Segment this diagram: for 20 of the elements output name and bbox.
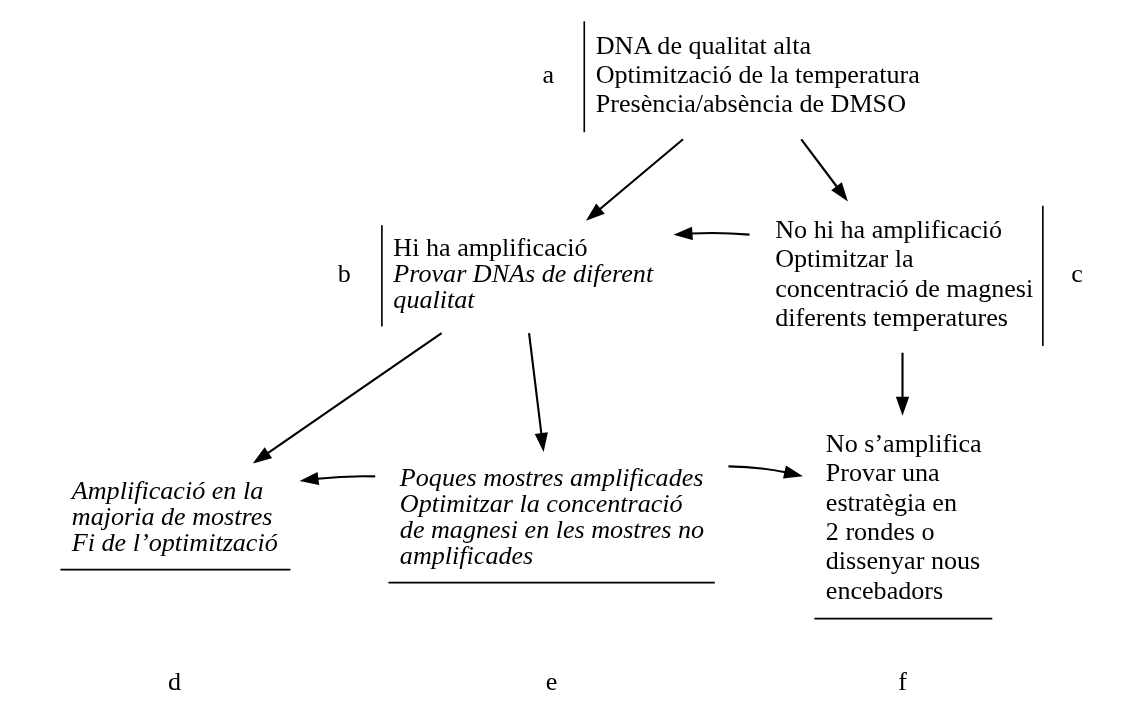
node-label: c [1071, 259, 1083, 289]
node-text: Amplificació en la majoria de mostres Fi de l’optimització [71, 476, 278, 558]
node-label: d [168, 667, 182, 697]
node-text: DNA de qualitat alta Optimització de la temperatura Presència/absència de DMSO [595, 30, 920, 119]
arrow [673, 226, 750, 241]
arrow [252, 332, 443, 464]
arrow [299, 472, 376, 486]
node-label: f [898, 667, 907, 697]
node-text: No s’amplifica Provar una estratègia en 2 rondes o dissenyar nous encebadors [825, 428, 982, 605]
arrow [528, 333, 548, 452]
node-label: b [337, 259, 351, 289]
arrow [728, 465, 803, 479]
node-label: a [542, 59, 555, 89]
node-text: Poques mostres amplificades Optimitzar la concentració de magnesi en les mostres no amplificades [399, 463, 705, 571]
arrow [585, 138, 684, 221]
node-text: Hi ha amplificació Provar DNAs de diferent qualitat [393, 232, 654, 315]
arrow [800, 138, 848, 202]
node-text: No hi ha amplificació Optimitzar la concentració de magnesi diferents temperatures [775, 215, 1034, 333]
node-label: e [545, 667, 558, 697]
arrow [895, 352, 910, 416]
